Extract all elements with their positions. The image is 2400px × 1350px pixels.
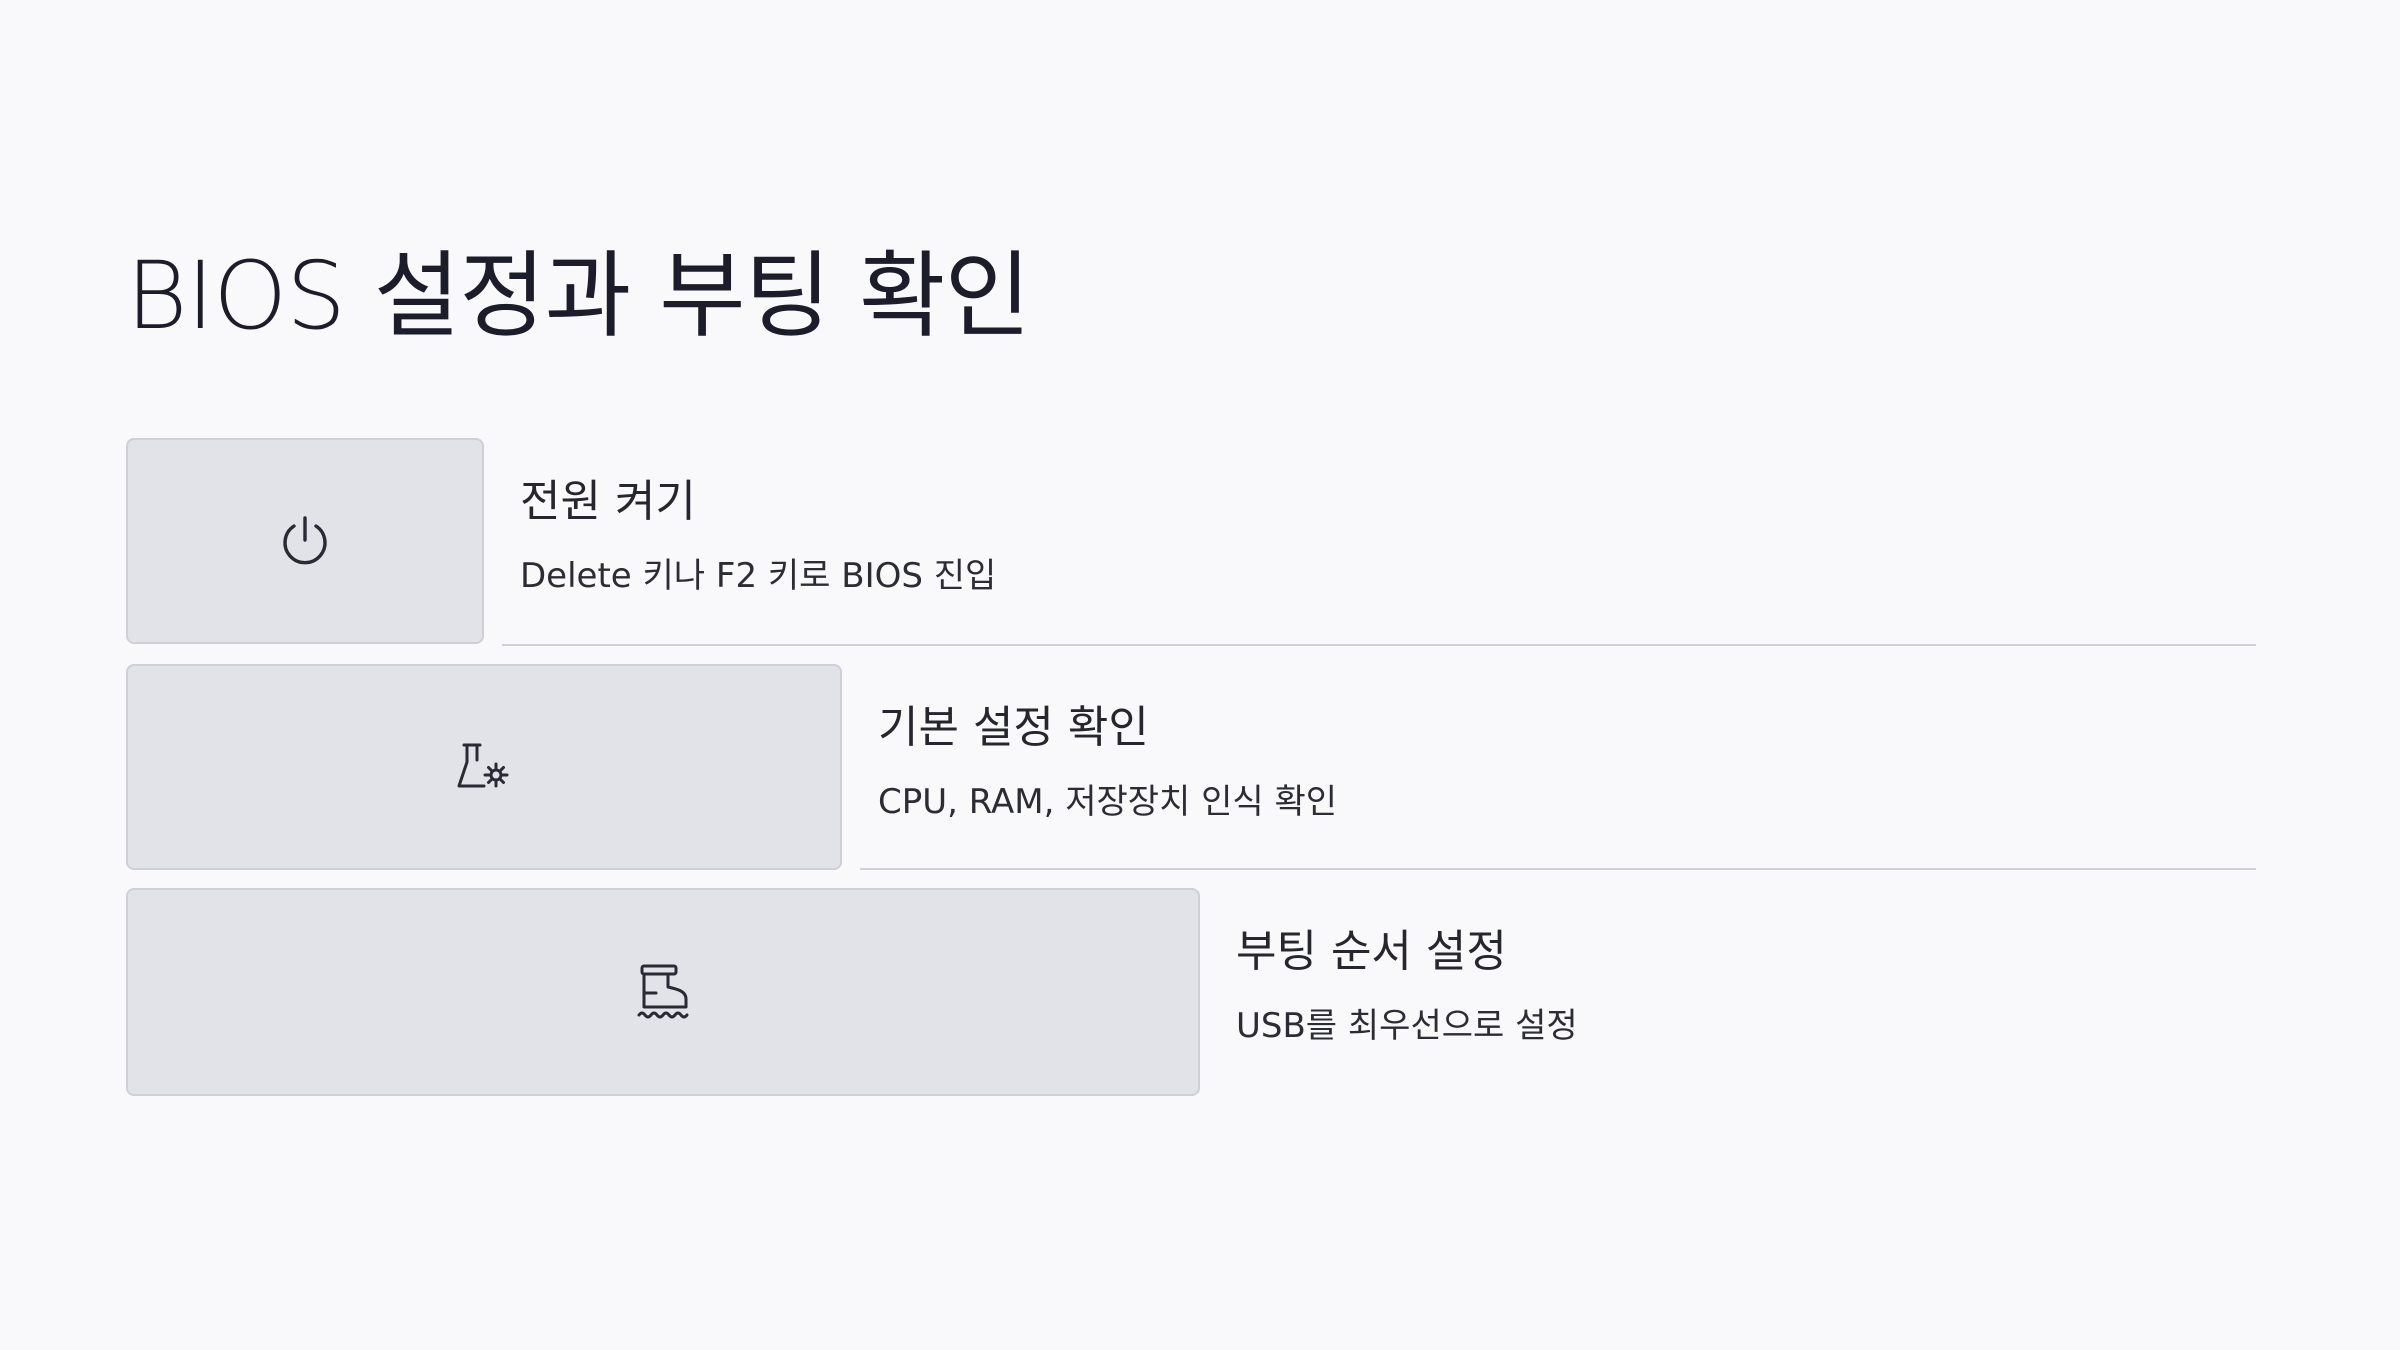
step-icon-box [126, 664, 842, 870]
step-boot-order: 부팅 순서 설정 USB를 최우선으로 설정 [126, 888, 2256, 1096]
step-description: CPU, RAM, 저장장치 인식 확인 [878, 782, 1338, 822]
boot-icon [635, 963, 691, 1021]
step-title: 전원 켜기 [520, 476, 696, 527]
divider [502, 644, 2256, 646]
power-icon [278, 514, 332, 568]
divider [860, 868, 2256, 870]
step-description: USB를 최우선으로 설정 [1236, 1006, 1578, 1046]
flask-gear-icon [456, 742, 512, 792]
step-description: Delete 키나 F2 키로 BIOS 진입 [520, 556, 997, 596]
slide-title: BIOS 설정과 부팅 확인 [126, 242, 1031, 351]
step-check-settings: 기본 설정 확인 CPU, RAM, 저장장치 인식 확인 [126, 664, 2256, 872]
step-icon-box [126, 438, 484, 644]
step-title: 부팅 순서 설정 [1236, 926, 1507, 977]
step-icon-box [126, 888, 1200, 1096]
step-title: 기본 설정 확인 [878, 702, 1149, 753]
step-power-on: 전원 켜기 Delete 키나 F2 키로 BIOS 진입 [126, 438, 2256, 646]
